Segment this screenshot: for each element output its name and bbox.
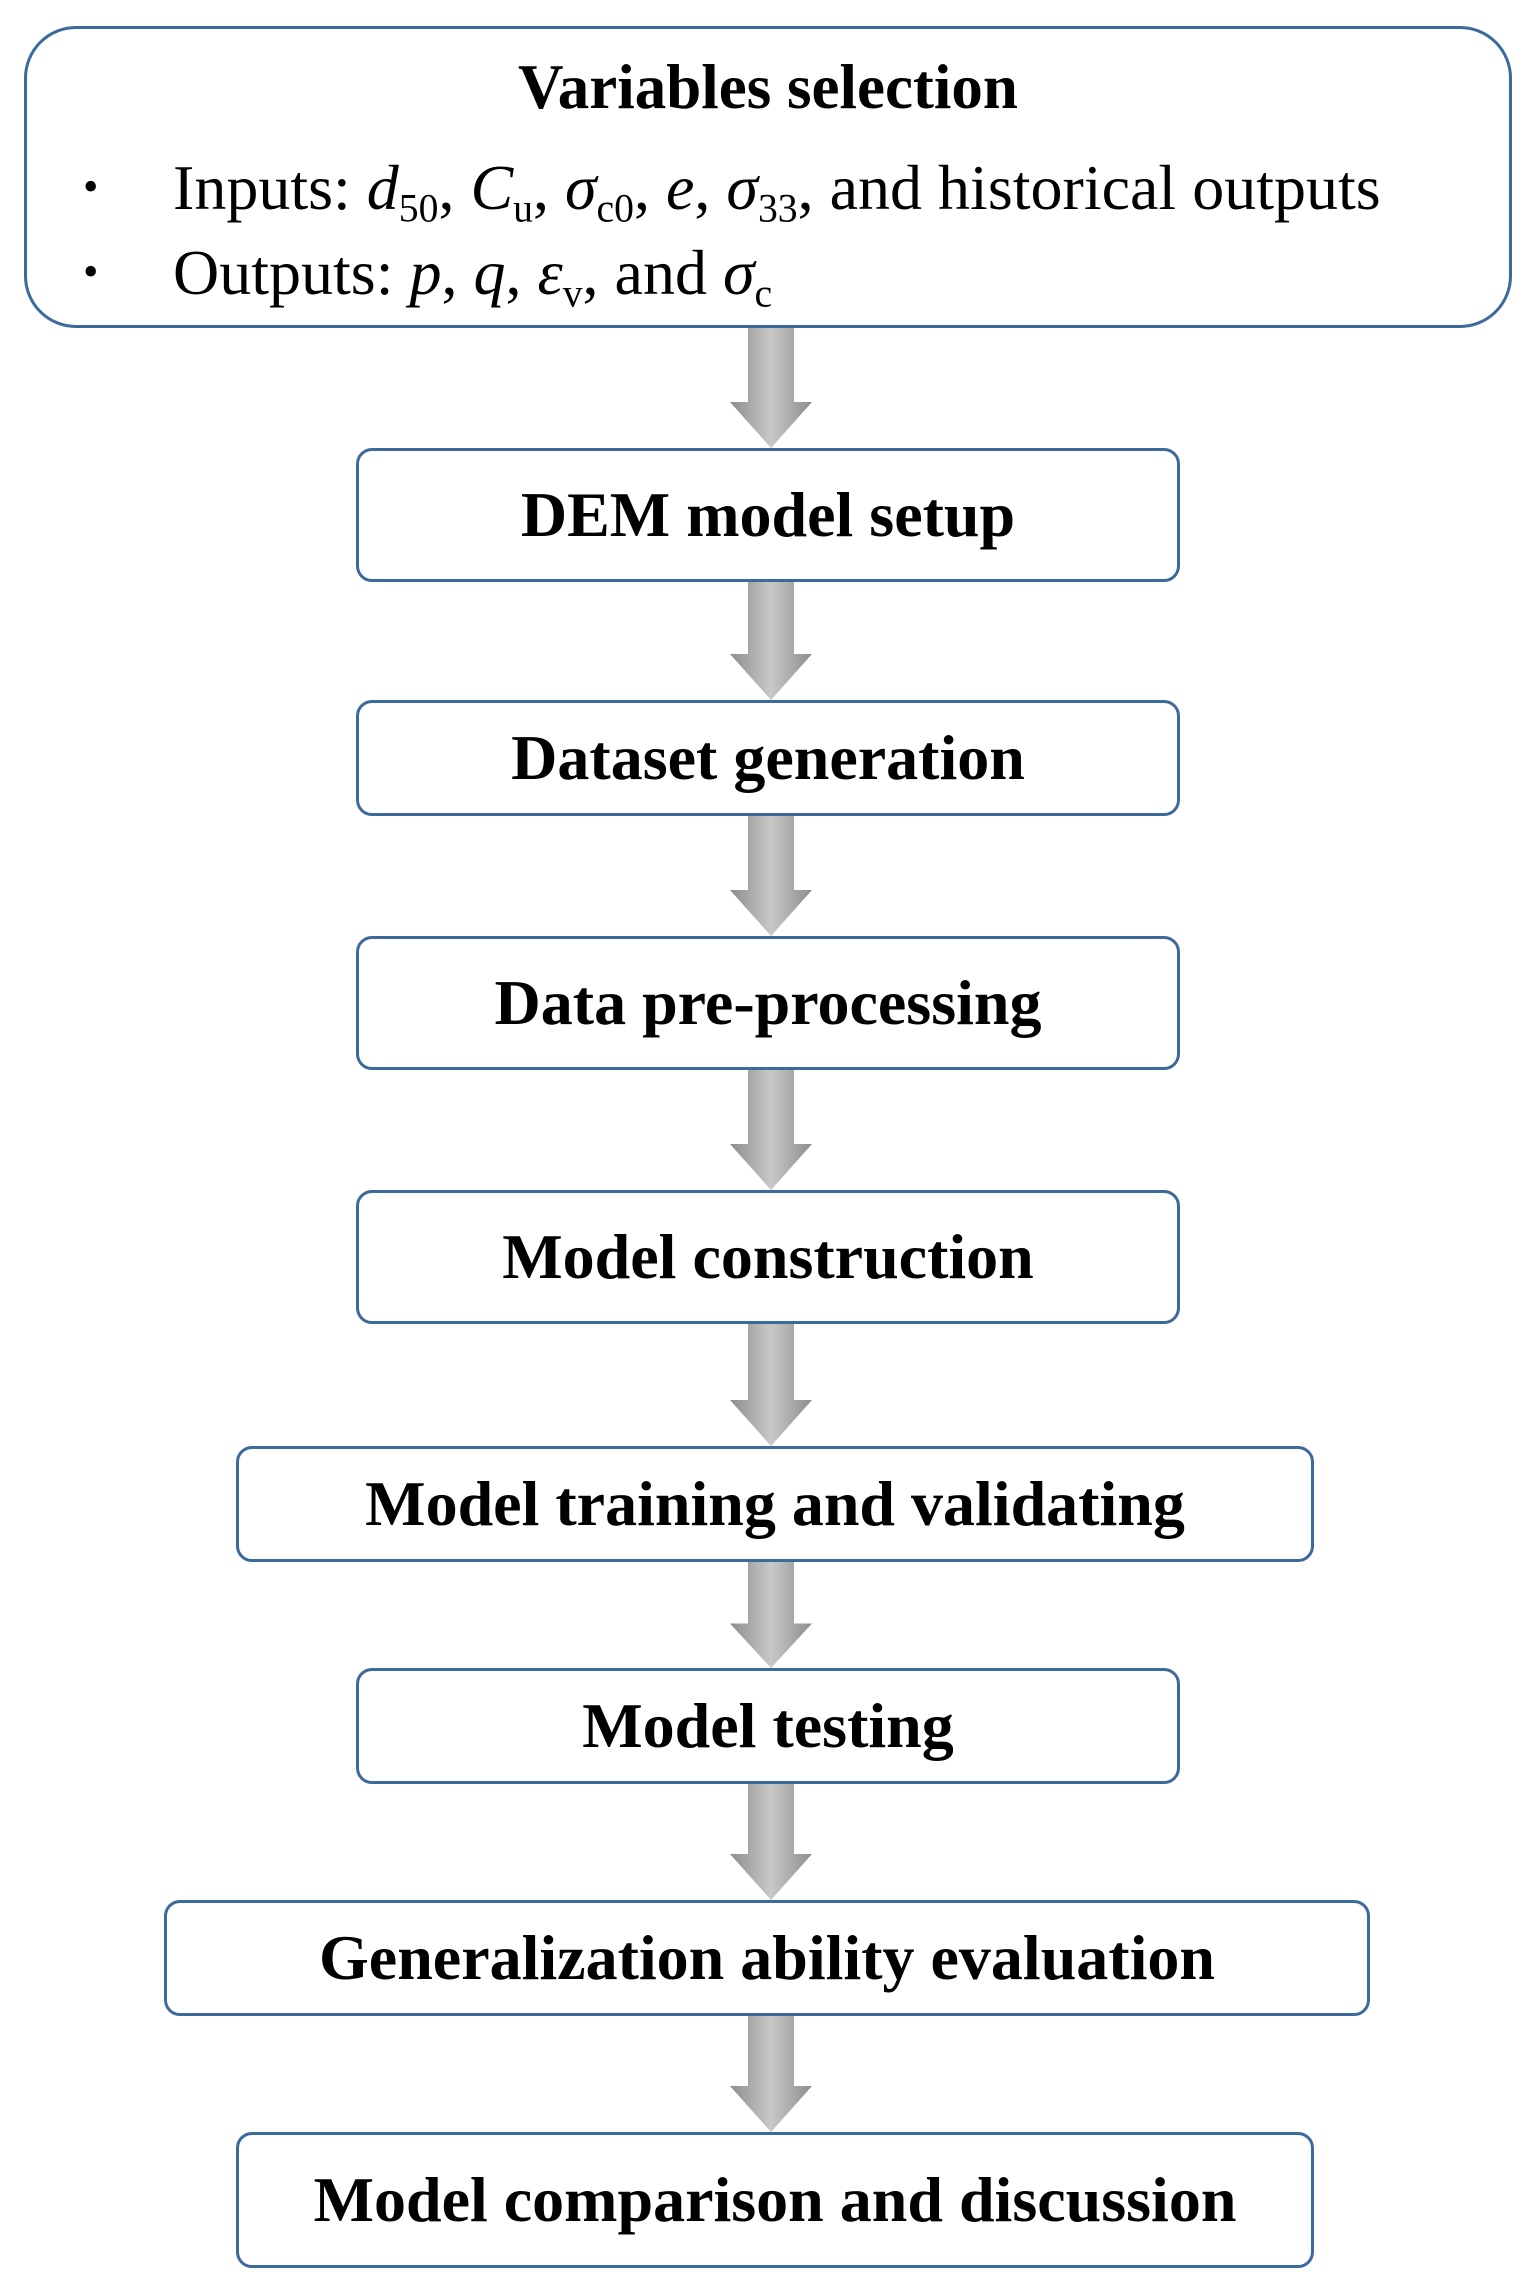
input-var-cu: Cu: [470, 152, 533, 231]
input-var-e: e: [666, 152, 695, 223]
step-dem-model-setup: DEM model setup: [356, 448, 1180, 582]
input-var-d50: d50: [366, 152, 439, 231]
down-arrow-icon: [730, 1784, 812, 1900]
down-arrow-icon: [730, 328, 812, 448]
flow-arrow: [726, 1324, 816, 1446]
outputs-label: Outputs:: [173, 237, 410, 308]
bullet-icon: •: [83, 162, 99, 211]
step-data-pre-processing: Data pre-processing: [356, 936, 1180, 1070]
output-var-q: q: [473, 237, 506, 308]
flow-arrow: [726, 1562, 816, 1668]
inputs-tail: and historical outputs: [829, 152, 1381, 223]
down-arrow-icon: [730, 1070, 812, 1190]
inputs-label: Inputs:: [173, 152, 367, 223]
output-var-sigma-c: σc: [722, 237, 773, 316]
outputs-row: •Outputs: p, q, εv, and σc: [83, 237, 773, 316]
variables-selection-box: Variables selection •Inputs: d50, Cu, σc…: [24, 26, 1512, 328]
flow-arrow: [726, 2016, 816, 2132]
down-arrow-icon: [730, 2016, 812, 2132]
flow-arrow: [726, 582, 816, 700]
input-var-sigma-c0: σc0: [564, 152, 634, 231]
step-model-comparison-discussion: Model comparison and discussion: [236, 2132, 1314, 2268]
down-arrow-icon: [730, 1324, 812, 1446]
flow-arrow: [726, 816, 816, 936]
down-arrow-icon: [730, 582, 812, 700]
down-arrow-icon: [730, 1562, 812, 1668]
flow-arrow: [726, 328, 816, 448]
output-var-p: p: [409, 237, 442, 308]
step-model-training-validating: Model training and validating: [236, 1446, 1314, 1562]
step-model-testing: Model testing: [356, 1668, 1180, 1784]
bullet-icon: •: [83, 247, 99, 296]
step-model-construction: Model construction: [356, 1190, 1180, 1324]
input-var-sigma-33: σ33: [726, 152, 798, 231]
inputs-row: •Inputs: d50, Cu, σc0, e, σ33, and histo…: [83, 152, 1381, 231]
step-dataset-generation: Dataset generation: [356, 700, 1180, 816]
variables-selection-title: Variables selection: [518, 52, 1018, 122]
down-arrow-icon: [730, 816, 812, 936]
outputs-and: and: [614, 237, 723, 308]
flow-arrow: [726, 1784, 816, 1900]
output-var-epsilon-v: εv: [537, 237, 583, 316]
step-generalization-ability-evaluation: Generalization ability evaluation: [164, 1900, 1370, 2016]
flow-arrow: [726, 1070, 816, 1190]
